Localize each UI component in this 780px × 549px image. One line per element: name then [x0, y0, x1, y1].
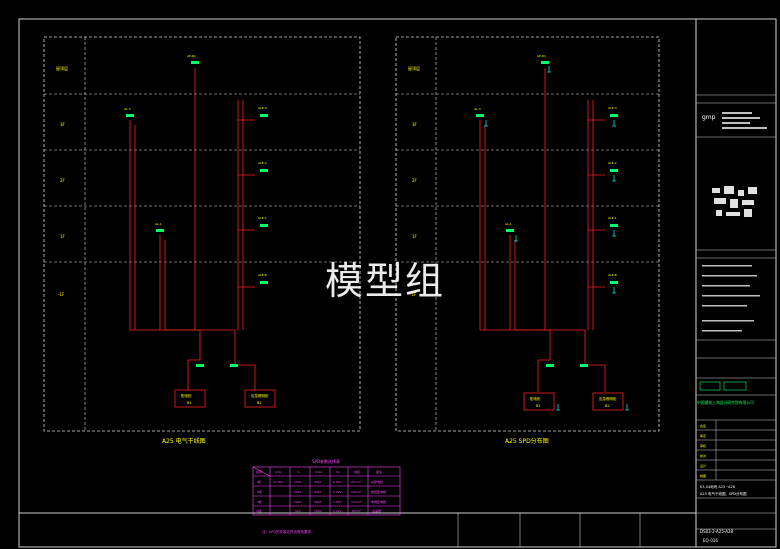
svg-text:AL-3: AL-3: [474, 107, 481, 111]
section-label: 会签: [700, 423, 706, 428]
table-header: 线缆: [354, 469, 360, 474]
table-cell: 5kA: [295, 509, 302, 513]
svg-text:AL-1: AL-1: [505, 222, 512, 226]
cabinet-label: 配电柜: [181, 393, 192, 398]
svg-text:ALE-3: ALE-3: [608, 106, 617, 110]
table-cell: -: [277, 490, 278, 494]
svg-text:ALE-1: ALE-1: [608, 216, 617, 220]
table-cell: 10kA: [294, 500, 303, 504]
site-plan-thumbnail: [712, 186, 757, 217]
table-cell: 6mm²: [352, 509, 362, 513]
table-cell: 2.0kV: [333, 490, 343, 494]
table-header: Iimp: [275, 470, 282, 474]
floor-label: 2F: [412, 178, 418, 183]
table-cell: 20kA: [294, 490, 303, 494]
svg-text:ALE-3: ALE-3: [258, 106, 267, 110]
table-title: SPD参数选择表: [312, 458, 340, 464]
table-cell: 12.5kA: [273, 480, 284, 484]
table-header: In: [297, 470, 300, 474]
floor-label: 3F: [60, 122, 66, 127]
table-cell: 总配电柜: [371, 479, 383, 484]
table-cell: 2.5kV: [333, 480, 343, 484]
cabinet-id: B2: [605, 404, 610, 408]
project-name: K3-04地块 A25~A28: [700, 484, 735, 489]
cabinet-label: 应急照明柜: [251, 393, 269, 398]
floor-label: -1F: [410, 292, 417, 297]
table-cell: 15kA: [294, 480, 303, 484]
drawing-name: A25 电气干线图、SPD分布图: [700, 491, 747, 496]
company-logo: gmp: [702, 114, 716, 121]
section-label: 设计: [700, 463, 706, 468]
table-header: 级别: [256, 469, 262, 474]
floor-label: 1F: [412, 234, 418, 239]
sheet-border: [18, 18, 777, 548]
design-institute: 中国建筑上海设计研究院有限公司: [697, 400, 754, 405]
table-cell: 10mm²: [351, 500, 363, 504]
drawing-note: 注：SPD的安装应符合规范要求: [262, 529, 312, 534]
left-diagram-caption: A25 电气干线图: [162, 437, 206, 445]
svg-text:ALE-2: ALE-2: [608, 161, 617, 165]
table-cell: 30kA: [314, 480, 323, 484]
table-cell: II级: [257, 489, 262, 494]
floor-label: 3F: [412, 122, 418, 127]
svg-text:ALE-B: ALE-B: [608, 273, 617, 277]
cabinet-id: B1: [187, 401, 192, 405]
floor-label: -1F: [58, 292, 65, 297]
table-cell: 楼层配电箱: [371, 489, 386, 494]
table-cell: I级: [257, 479, 261, 484]
floor-label: 2F: [60, 178, 66, 183]
table-cell: -: [277, 509, 278, 513]
svg-text:AL-1: AL-1: [155, 222, 162, 226]
table-cell: 25mm²: [351, 480, 363, 484]
section-label: 审定: [700, 433, 706, 438]
spd-parameter-table: SPD参数选择表 级别 Iimp In Imax Up 线缆 备注 I级 12.…: [252, 458, 401, 516]
svg-text:ALE-1: ALE-1: [258, 216, 267, 220]
drawing-number: DS03-2-A25-A28: [700, 529, 734, 534]
table-header: 备注: [376, 469, 382, 474]
section-label: 校对: [700, 453, 706, 458]
table-cell: II级: [257, 499, 262, 504]
table-cell: 设备端: [372, 508, 381, 513]
left-diagram: 屋顶层 3F 2F 1F -1F: [43, 36, 361, 445]
svg-text:ALE-B: ALE-B: [258, 273, 267, 277]
section-label: 制图: [700, 473, 706, 478]
table-cell: -: [277, 500, 278, 504]
svg-text:ALE-2: ALE-2: [258, 161, 267, 165]
watermark-text: 模型组: [325, 259, 446, 303]
table-cell: 40kA: [314, 490, 323, 494]
table-cell: 末端配电箱: [371, 499, 386, 504]
table-cell: 20kA: [314, 500, 323, 504]
sheet-number: EQ-016: [703, 538, 718, 543]
svg-text:AL-3: AL-3: [124, 107, 131, 111]
right-diagram-caption: A25 SPD分布图: [505, 437, 549, 445]
svg-text:AP-R1: AP-R1: [537, 54, 546, 58]
cabinet-label: 配电柜: [530, 396, 541, 401]
table-cell: III级: [256, 508, 262, 513]
table-header: Up: [336, 470, 340, 474]
table-cell: 1.5kV: [333, 500, 343, 504]
svg-text:AP-R1: AP-R1: [187, 54, 196, 58]
floor-label: 1F: [60, 234, 66, 239]
cabinet-label: 应急照明柜: [599, 396, 617, 401]
cabinet-id: B1: [536, 404, 541, 408]
table-cell: 16mm²: [351, 490, 363, 494]
title-block: gmp: [696, 94, 776, 543]
cabinet-id: B2: [257, 401, 262, 405]
bottom-strip-dividers: [457, 513, 641, 547]
table-cell: 1.2kV: [333, 509, 343, 513]
floor-label: 屋顶层: [408, 65, 420, 71]
right-diagram: 屋顶层 3F 2F 1F -1F: [395, 36, 660, 445]
table-header: Imax: [315, 470, 323, 474]
table-cell: 10kA: [314, 509, 323, 513]
floor-label: 屋顶层: [56, 65, 68, 71]
section-label: 审核: [700, 443, 706, 448]
